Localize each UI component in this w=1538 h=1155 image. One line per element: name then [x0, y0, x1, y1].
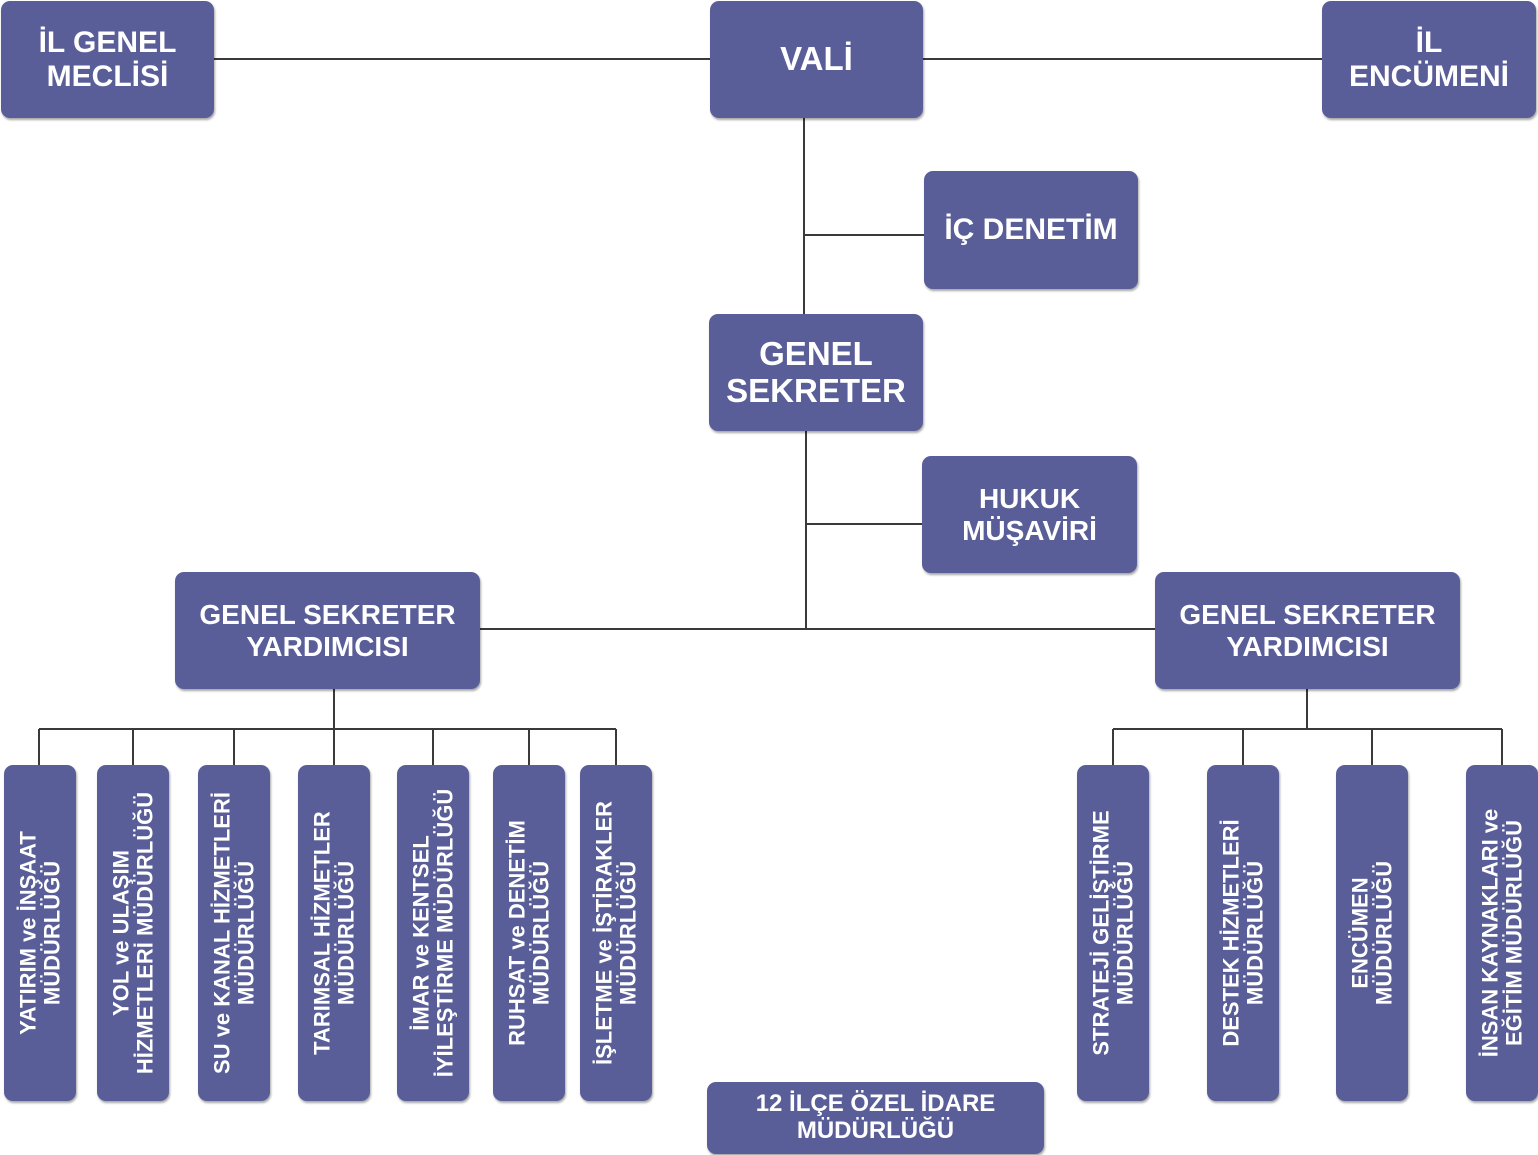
- genel-sekreter-yardimcisi-right-label: GENEL SEKRETER YARDIMCISI: [1179, 599, 1436, 662]
- unit-label: SU ve KANAL HİZMETLERİ MÜDÜRLÜĞÜ: [209, 792, 258, 1074]
- genel-sekreter-yardimcisi-right-box: GENEL SEKRETER YARDIMCISI: [1155, 572, 1460, 689]
- unit-label: YOL ve ULAŞIM HİZMETLERİ MÜDÜRLÜĞÜ: [108, 791, 157, 1075]
- unit-label: YATIRIM ve İNŞAAT MÜDÜRLÜĞÜ: [15, 831, 64, 1035]
- unit-label: ENCÜMEN MÜDÜRLÜĞÜ: [1347, 860, 1396, 1006]
- il-genel-meclisi-label: İL GENEL MECLİSİ: [38, 25, 177, 93]
- unit-yatirim-insaat: YATIRIM ve İNŞAAT MÜDÜRLÜĞÜ: [4, 765, 76, 1101]
- unit-label: İNSAN KAYNAKLARI ve EĞİTİM MÜDÜRLÜĞÜ: [1477, 808, 1526, 1058]
- ilce-ozel-idare-box: 12 İLÇE ÖZEL İDARE MÜDÜRLÜĞÜ: [707, 1082, 1044, 1154]
- il-encumeni-label: İL ENCÜMENİ: [1348, 25, 1509, 93]
- genel-sekreter-yardimcisi-left-label: GENEL SEKRETER YARDIMCISI: [199, 599, 456, 662]
- unit-isletme-istirakler: İŞLETME ve İŞTİRAKLER MÜDÜRLÜĞÜ: [580, 765, 652, 1101]
- unit-label: RUHSAT ve DENETİM MÜDÜRLÜĞÜ: [504, 820, 553, 1046]
- ilce-ozel-idare-label: 12 İLÇE ÖZEL İDARE MÜDÜRLÜĞÜ: [755, 1090, 996, 1144]
- unit-insan-kaynaklari: İNSAN KAYNAKLARI ve EĞİTİM MÜDÜRLÜĞÜ: [1466, 765, 1538, 1101]
- il-encumeni-box: İL ENCÜMENİ: [1322, 1, 1536, 118]
- genel-sekreter-yardimcisi-left-box: GENEL SEKRETER YARDIMCISI: [175, 572, 480, 689]
- hukuk-musaviri-label: HUKUK MÜŞAVİRİ: [962, 483, 1097, 546]
- unit-yol-ulasim: YOL ve ULAŞIM HİZMETLERİ MÜDÜRLÜĞÜ: [97, 765, 169, 1101]
- unit-imar-kentsel: İMAR ve KENTSEL İYİLEŞTİRME MÜDÜRLÜĞÜ: [397, 765, 469, 1101]
- unit-strateji-gelistirme: STRATEJİ GELİŞTİRME MÜDÜRLÜĞÜ: [1077, 765, 1149, 1101]
- vali-box: VALİ: [710, 1, 923, 118]
- unit-label: TARIMSAL HİZMETLER MÜDÜRLÜĞÜ: [309, 811, 358, 1055]
- unit-label: STRATEJİ GELİŞTİRME MÜDÜRLÜĞÜ: [1088, 810, 1137, 1056]
- ic-denetim-label: İÇ DENETİM: [944, 213, 1118, 247]
- il-genel-meclisi-box: İL GENEL MECLİSİ: [1, 1, 214, 118]
- vali-label: VALİ: [780, 40, 853, 78]
- ic-denetim-box: İÇ DENETİM: [924, 171, 1138, 289]
- unit-label: İŞLETME ve İŞTİRAKLER MÜDÜRLÜĞÜ: [591, 800, 640, 1066]
- unit-destek-hizmetleri: DESTEK HİZMETLERİ MÜDÜRLÜĞÜ: [1207, 765, 1279, 1101]
- hukuk-musaviri-box: HUKUK MÜŞAVİRİ: [922, 456, 1137, 573]
- genel-sekreter-box: GENEL SEKRETER: [709, 314, 923, 431]
- unit-su-kanal: SU ve KANAL HİZMETLERİ MÜDÜRLÜĞÜ: [198, 765, 270, 1101]
- unit-ruhsat-denetim: RUHSAT ve DENETİM MÜDÜRLÜĞÜ: [493, 765, 565, 1101]
- genel-sekreter-label: GENEL SEKRETER: [726, 334, 906, 409]
- unit-label: DESTEK HİZMETLERİ MÜDÜRLÜĞÜ: [1218, 819, 1267, 1047]
- unit-tarimsal: TARIMSAL HİZMETLER MÜDÜRLÜĞÜ: [298, 765, 370, 1101]
- unit-label: İMAR ve KENTSEL İYİLEŞTİRME MÜDÜRLÜĞÜ: [408, 788, 457, 1078]
- unit-encumen: ENCÜMEN MÜDÜRLÜĞÜ: [1336, 765, 1408, 1101]
